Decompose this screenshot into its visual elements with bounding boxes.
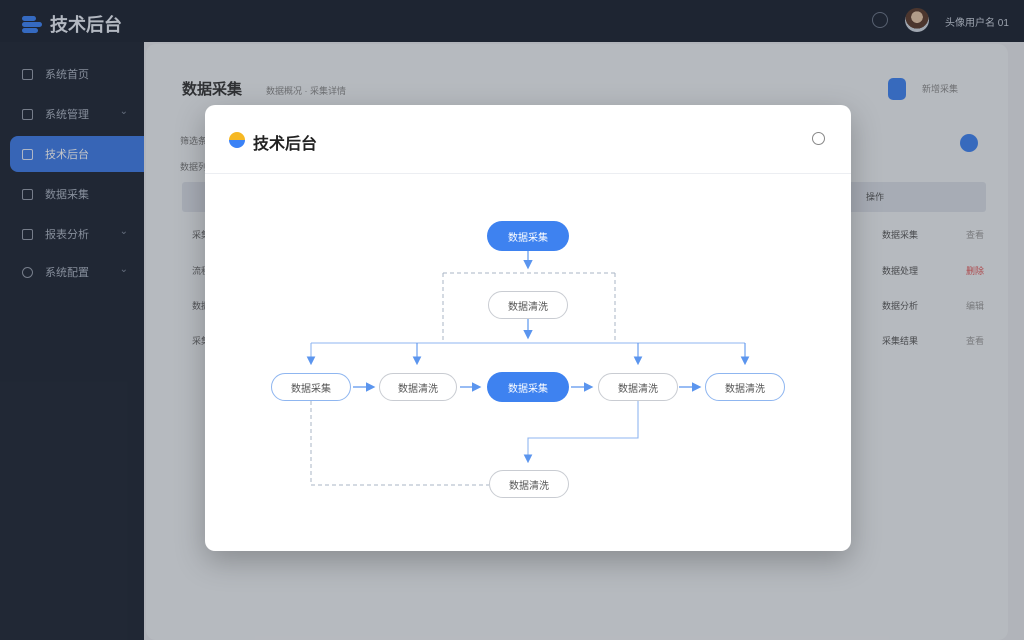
search-button[interactable] <box>960 134 978 152</box>
table-cell: 流程 <box>192 266 211 276</box>
chart-icon <box>22 228 33 240</box>
logo-icon <box>229 132 245 148</box>
connector <box>523 401 639 464</box>
table-cell: 数据采集 <box>882 230 919 240</box>
table-cell: 数据分析 <box>882 301 919 311</box>
page-subtitle: 数据概况 · 采集详情 <box>266 86 346 96</box>
connector <box>442 273 616 343</box>
sidebar-item-label: 数据采集 <box>45 188 89 201</box>
database-icon <box>22 188 33 200</box>
flow-node-2[interactable]: 数据清洗 <box>379 373 457 401</box>
table-cell: 采集 <box>192 230 211 240</box>
table-cell: 数据 <box>192 301 211 311</box>
modal-header: 技术后台 <box>205 105 851 174</box>
chevron-down-icon: ⌄ <box>119 226 128 237</box>
sidebar-item-data[interactable]: 数据采集 <box>10 176 144 212</box>
sidebar-item-label: 系统配置 <box>45 266 89 279</box>
sidebar-item-label: 技术后台 <box>45 148 89 161</box>
flowchart-connectors <box>306 251 750 486</box>
modal-title: 技术后台 <box>253 134 318 153</box>
flow-node-3[interactable]: 数据采集 <box>487 372 569 402</box>
home-icon <box>22 68 33 80</box>
user-name[interactable]: 头像用户名 01 <box>945 18 1009 29</box>
avatar[interactable] <box>905 8 929 32</box>
brand[interactable]: 技术后台 <box>22 11 122 37</box>
sidebar-item-home[interactable]: 系统首页 <box>10 56 144 92</box>
table-cell: 采集结果 <box>882 336 919 346</box>
sidebar-item-label: 报表分析 <box>45 228 89 241</box>
sidebar-item-reports[interactable]: 报表分析 ⌄ <box>10 216 144 252</box>
settings-icon[interactable] <box>872 12 888 28</box>
table-cell: 采集 <box>192 336 211 346</box>
sidebar-item-label: 系统管理 <box>45 108 89 121</box>
column-header: 操作 <box>866 192 885 202</box>
gear-icon <box>22 266 33 278</box>
flowchart-modal: 技术后台 数据采集 数据清洗 数据采集 数据清洗 <box>205 105 851 551</box>
flow-node-5[interactable]: 数据清洗 <box>705 373 785 401</box>
sidebar: 系统首页 系统管理 ⌄ 技术后台 数据采集 报表分析 ⌄ 系统配置 ⌄ <box>0 42 144 640</box>
row-action[interactable]: 编辑 <box>966 301 985 311</box>
sidebar-item-config[interactable]: 系统配置 ⌄ <box>10 254 144 290</box>
flow-node-clean[interactable]: 数据清洗 <box>488 291 568 319</box>
chevron-down-icon: ⌄ <box>119 264 128 275</box>
close-icon[interactable] <box>812 132 825 145</box>
flow-node-end[interactable]: 数据清洗 <box>489 470 569 498</box>
add-button-label[interactable]: 新增采集 <box>922 84 959 94</box>
chevron-down-icon: ⌄ <box>119 106 128 117</box>
app-title: 技术后台 <box>50 15 122 36</box>
flow-node-1[interactable]: 数据采集 <box>271 373 351 401</box>
flow-node-4[interactable]: 数据清洗 <box>598 373 678 401</box>
section-label: 数据列表 <box>180 162 217 172</box>
folder-icon <box>22 148 33 160</box>
sidebar-item-system[interactable]: 系统管理 ⌄ <box>10 96 144 132</box>
app-logo-icon <box>22 14 42 34</box>
row-action[interactable]: 查看 <box>966 336 985 346</box>
page-title: 数据采集 <box>182 80 243 98</box>
add-button[interactable] <box>888 78 906 100</box>
filter-label: 筛选条件 <box>180 136 217 146</box>
flow-node-start[interactable]: 数据采集 <box>487 221 569 251</box>
connector <box>310 401 489 486</box>
sidebar-item-tech-backend[interactable]: 技术后台 <box>10 136 144 172</box>
document-icon <box>22 108 33 120</box>
sidebar-item-label: 系统首页 <box>45 68 89 81</box>
row-action[interactable]: 查看 <box>966 230 985 240</box>
table-cell: 数据处理 <box>882 266 919 276</box>
row-action[interactable]: 删除 <box>966 266 985 276</box>
